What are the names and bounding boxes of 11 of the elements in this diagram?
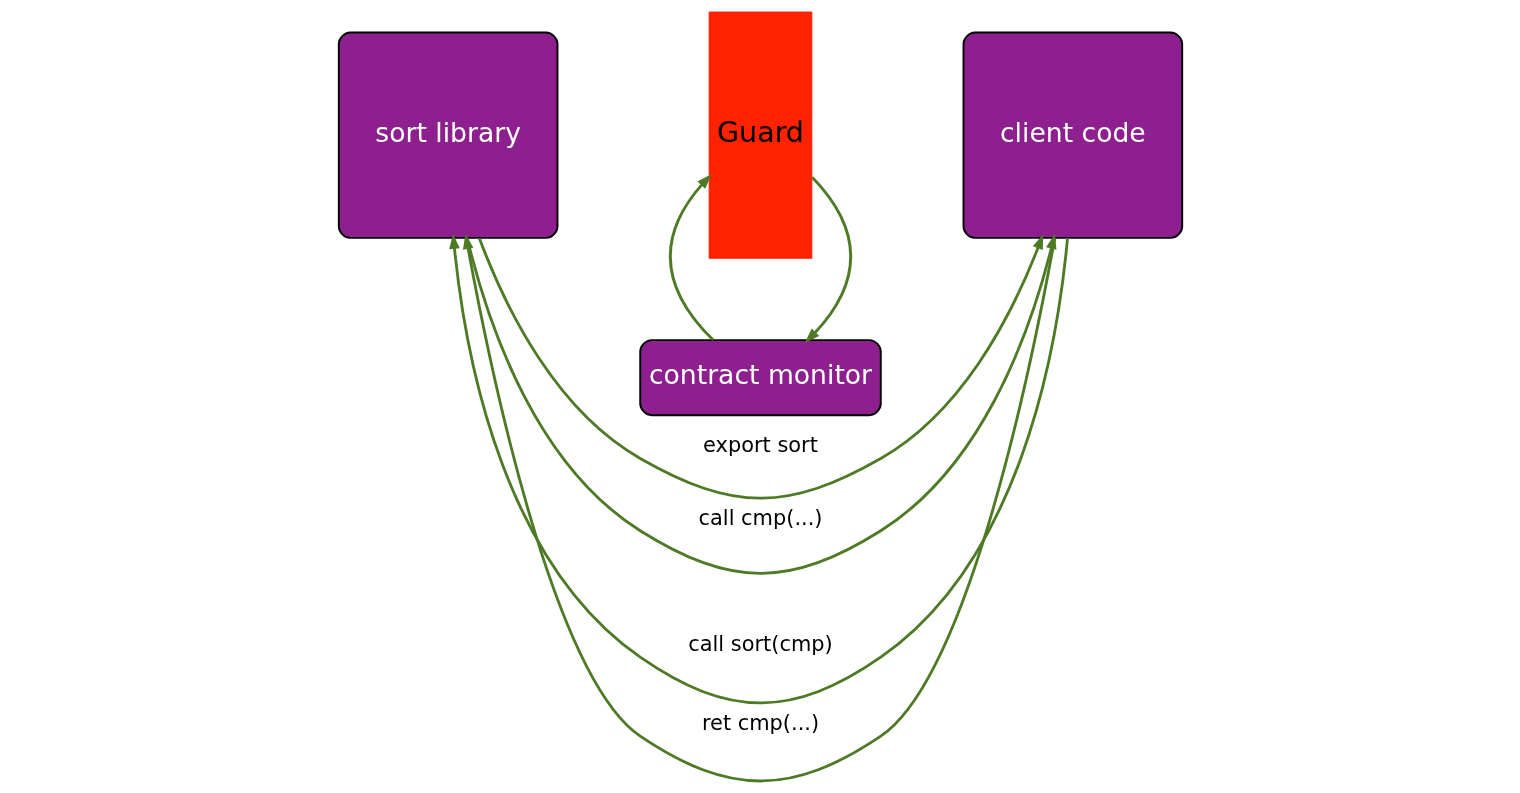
edge-label: call cmp(...) [698, 505, 822, 530]
edge-label: call sort(cmp) [687, 632, 833, 657]
arrow [668, 174, 714, 341]
node-box: Guard [708, 11, 812, 259]
node-box: client code [962, 31, 1183, 239]
edge-label: export sort [702, 433, 818, 458]
arrow [477, 233, 1043, 500]
arrow [804, 176, 852, 344]
edge-label: ret cmp(...) [701, 711, 819, 736]
node-box: contract monitor [638, 339, 882, 417]
node-box: sort library [337, 31, 558, 239]
